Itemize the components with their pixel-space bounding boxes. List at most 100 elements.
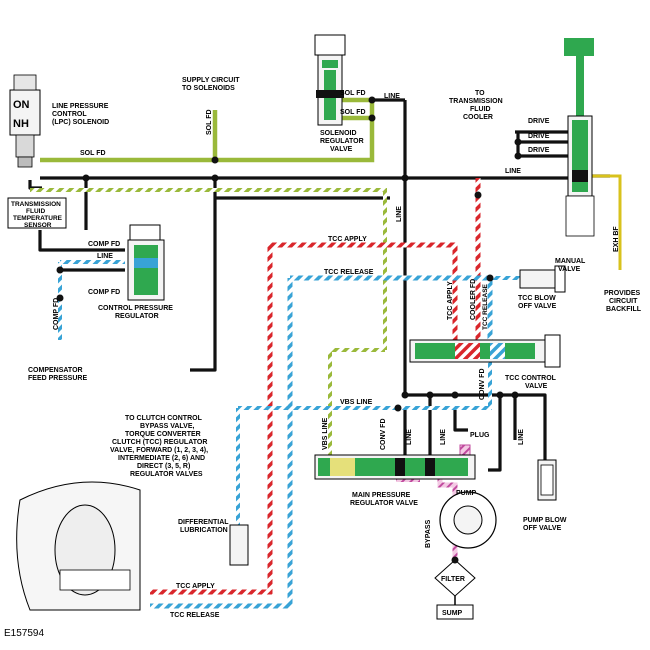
sump-label: SUMP [442,610,463,617]
plug-label: PLUG [470,432,490,439]
tcc-blow-label-1: TCC BLOW [518,295,556,302]
tcc-apply-label-bottom: TCC APPLY [176,583,215,590]
torque-converter-icon [16,481,141,611]
pcb-label-1: PROVIDES [604,290,641,297]
lpc-nh-label: NH [13,118,29,130]
pump-label: PUMP [456,490,477,497]
tcc-control-valve [409,334,561,368]
pump-blow-label-1: PUMP BLOW [523,517,567,524]
line-label-vertical: LINE [396,206,403,222]
mprv-label-2: REGULATOR VALVE [350,500,418,507]
tfts-label-3: TEMPERATURE [13,215,63,222]
cooler-label-2: TRANSMISSION [449,98,503,105]
lpc-label-1: LINE PRESSURE [52,103,109,110]
line-label-mprv-2: LINE [440,429,447,445]
line-label-pump: LINE [518,429,525,445]
on-nh-solenoid-icon [9,74,41,168]
cpr-label-1: CONTROL PRESSURE [98,305,173,312]
vbs-line-label-horizontal: VBS LINE [340,399,373,406]
lpc-on-label: ON [13,99,30,111]
tfts-box [7,197,67,229]
pump-icon [439,491,497,549]
supply-label-2: TO SOLENOIDS [182,85,235,92]
tcc-blow-off-valve [519,265,566,293]
filter-label: FILTER [441,576,465,583]
bypass-label: BYPASS [425,519,432,548]
pcb-label-3: BACKFILL [606,306,642,313]
solenoid-regulator-valve [314,34,346,126]
exh-bf-circuit [592,174,622,270]
differential-lubrication-valve [229,524,249,566]
tfts-label-1: TRANSMISSION [11,201,61,208]
drive-label-3: DRIVE [528,147,550,154]
cooler-label-3: FLUID [470,106,491,113]
conv-fd-label-right: CONV FD [479,369,486,401]
sol-fd-label-left: SOL FD [80,150,106,157]
clutch-label-3: TORQUE CONVERTER [125,431,201,438]
tcc-ctrl-label-1: TCC CONTROL [505,375,557,382]
lpc-label-3: (LPC) SOLENOID [52,119,109,126]
tfts-label-4: SENSOR [24,222,52,229]
tcc-ctrl-label-2: VALVE [525,383,548,390]
main-pressure-regulator-valve [314,454,476,480]
diff-label-1: DIFFERENTIAL [178,519,229,526]
srv-label-3: VALVE [330,146,353,153]
exh-bf-label: EXH BF [613,226,620,252]
sol-fd-circuit [40,97,375,163]
vbs-line-label-vertical: VBS LINE [322,417,329,450]
diagram-labels: ON NH LINE PRESSURE CONTROL (LPC) SOLENO… [11,77,642,619]
solenoid-feed-circuit [30,188,387,465]
clutch-label-7: DIRECT (3, 5, R) [137,463,190,470]
pump-blow-off-valve [537,459,557,501]
conv-fd-label-left: CONV FD [380,419,387,451]
tcc-blow-label-2: OFF VALVE [518,303,557,310]
drive-label-2: DRIVE [528,133,550,140]
pcb-label-2: CIRCUIT [609,298,638,305]
clutch-label-6: INTERMEDIATE (2, 6) AND [118,455,205,462]
clutch-label-2: BYPASS VALVE, [140,423,195,430]
sol-fd-label-mid: SOL FD [340,109,366,116]
tcc-apply-circuit [150,178,481,595]
tcc-release-label-top: TCC RELEASE [324,269,374,276]
srv-label-1: SOLENOID [320,130,357,137]
diff-label-2: LUBRICATION [180,527,228,534]
line-label-top: LINE [384,93,400,100]
tcc-rel-label-vertical: TCC RELEASE [482,283,489,330]
cooler-label-1: TO [475,90,485,97]
tcc-apply-label-top: TCC APPLY [328,236,367,243]
tfts-label-2: FLUID [26,208,45,215]
cfp-label-2: FEED PRESSURE [28,375,87,382]
document-id: E157594 [4,628,45,639]
cooler-fd-label-vertical: COOLER FD [470,279,477,320]
sol-fd-label-vertical: SOL FD [206,109,213,135]
manual-label-2: VALVE [558,266,581,273]
lpc-label-2: CONTROL [52,111,87,118]
supply-label-1: SUPPLY CIRCUIT [182,77,240,84]
sol-fd-label-top: SOL FD [340,90,366,97]
line-label-mprv-1: LINE [406,429,413,445]
cpr-label-2: REGULATOR [115,313,159,320]
pump-blow-label-2: OFF VALVE [523,525,562,532]
drive-label-1: DRIVE [528,118,550,125]
clutch-label-8: REGULATOR VALVES [130,471,203,478]
control-pressure-regulator [127,224,165,301]
mprv-label-1: MAIN PRESSURE [352,492,411,499]
clutch-label-1: TO CLUTCH CONTROL [125,415,203,422]
tcc-release-label-bottom: TCC RELEASE [170,612,220,619]
junction-points [56,96,522,564]
line-label-right: LINE [505,168,521,175]
tcc-apply-label-vertical: TCC APPLY [447,281,454,320]
comp-fd-label-top: COMP FD [88,241,120,248]
cfp-label-1: COMPENSATOR [28,367,83,374]
manual-valve-icon [564,38,595,237]
clutch-label-4: CLUTCH (TCC) REGULATOR [112,439,207,446]
cooler-label-4: COOLER [463,114,493,121]
comp-fd-label-bottom: COMP FD [88,289,120,296]
comp-fd-label-vertical: COMP FD [53,298,60,330]
srv-label-2: REGULATOR [320,138,364,145]
manual-label-1: MANUAL [555,258,586,265]
filter-icon [434,559,476,620]
line-label-cpr: LINE [97,253,113,260]
clutch-label-5: VALVE, FORWARD (1, 2, 3, 4), [110,447,208,454]
